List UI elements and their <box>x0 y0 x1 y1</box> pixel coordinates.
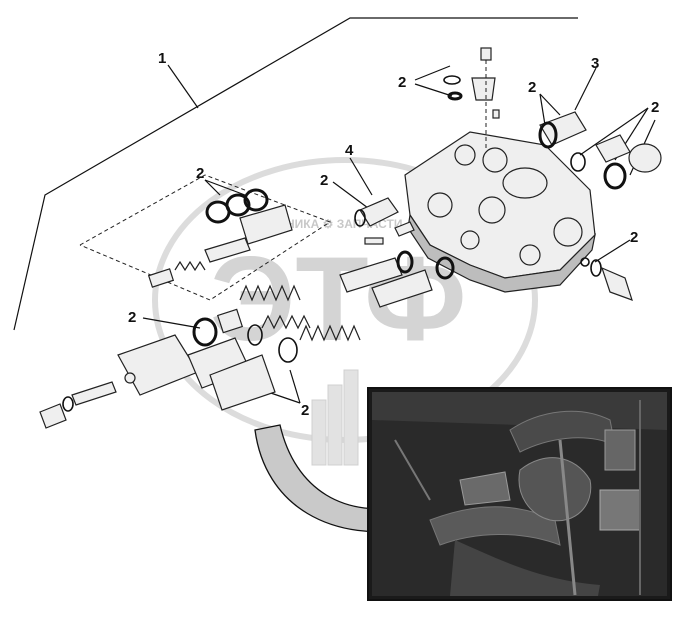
callout-2-right-low: 2 <box>630 229 638 246</box>
top-fittings <box>443 47 500 150</box>
callout-2-far-right: 2 <box>651 99 659 116</box>
callout-2-bottom: 2 <box>301 402 309 419</box>
callout-3: 3 <box>591 55 599 72</box>
watermark-building-icon <box>311 369 359 466</box>
upper-left-subassembly <box>79 174 332 301</box>
callout-1: 1 <box>158 50 166 67</box>
callout-2-upper-right: 2 <box>528 79 536 96</box>
valve-body <box>404 131 596 293</box>
cartridge-4 <box>354 197 415 245</box>
right-fittings <box>538 111 662 301</box>
lower-left-caps <box>39 334 276 429</box>
callout-2-mid: 2 <box>320 172 328 189</box>
callout-4: 4 <box>345 142 354 159</box>
callout-2-left: 2 <box>128 309 136 326</box>
callout-2-top: 2 <box>398 74 406 91</box>
callout-2-left-top: 2 <box>196 165 204 182</box>
callouts: 1 2 3 2 2 4 2 2 2 2 2 <box>128 50 659 419</box>
springs-and-spools <box>192 250 455 363</box>
engine-photo-inset <box>367 387 672 601</box>
